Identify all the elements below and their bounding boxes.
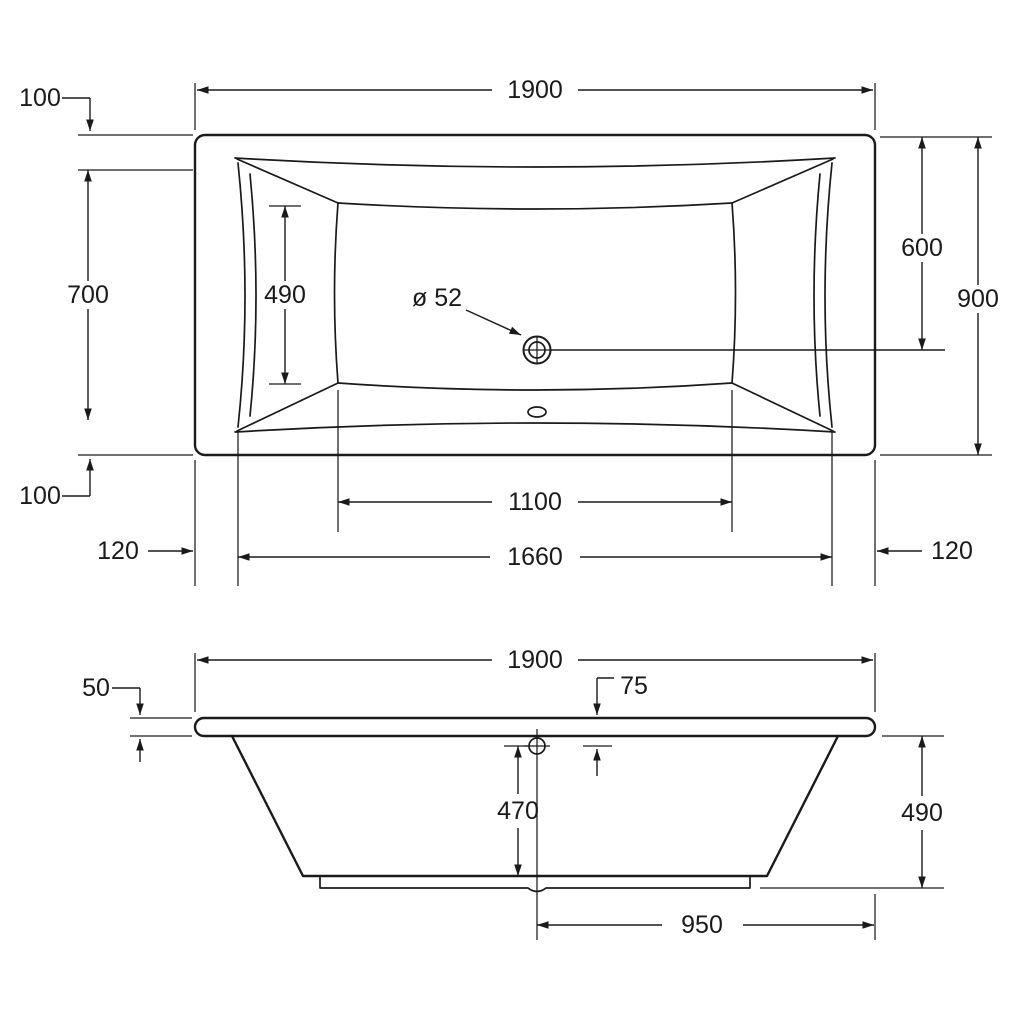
dim-label-depth-to-drain: 470 [497, 797, 539, 825]
basin-top-edge [337, 202, 733, 210]
dim-label-rim-height: 50 [82, 674, 110, 702]
extension-line [194, 83, 876, 130]
dim-label-drain-from-top: 600 [901, 234, 943, 262]
dim-label-width-inner: 700 [67, 281, 109, 309]
dim-label-rim-right: 120 [931, 537, 973, 565]
corner-line-top-left [236, 158, 339, 204]
dim-label-rim-inner-length: 1660 [507, 543, 563, 571]
dim-top-length: 1900 [194, 76, 876, 130]
drain-crosshair [523, 336, 551, 364]
dim-label-drain-to-end: 950 [681, 911, 723, 939]
dim-overall-width: 900 [880, 137, 999, 456]
dim-label-basin-width: 490 [264, 281, 306, 309]
top-view: 1900 100 700 100 490 [19, 76, 999, 586]
dim-label-width-overall: 900 [957, 285, 999, 313]
corner-line-bottom-right [731, 382, 834, 432]
extension-line [130, 717, 192, 737]
rim-band-right-inner [813, 173, 821, 417]
overflow-hole [527, 406, 547, 418]
tub-outer-edge [193, 133, 877, 457]
dim-label-side-length: 1900 [507, 646, 563, 674]
dim-depth-to-drain: 470 [497, 745, 539, 876]
dim-offset-top: 100 [19, 84, 193, 171]
rim-inner-top-line [234, 157, 836, 168]
dim-drain-diameter: ø 52 [412, 284, 522, 336]
dim-offset-bottom: 100 [19, 454, 193, 510]
dim-side-length: 1900 [194, 646, 876, 712]
dim-label-overall-height: 490 [901, 799, 943, 827]
rim-band-left-outer [237, 162, 246, 428]
dim-drain-drop: 75 [583, 672, 648, 776]
dim-rim-inner-length: 1660 [237, 430, 833, 586]
side-view: 1900 50 75 470 [82, 646, 944, 940]
dim-rim-right: 120 [874, 460, 973, 586]
corner-line-bottom-left [236, 382, 339, 432]
dim-basin-width: 490 [264, 205, 306, 385]
dim-basin-length: 1100 [337, 390, 733, 532]
dim-label-basin-length: 1100 [508, 488, 562, 516]
rim-inner-bottom-line [234, 422, 836, 433]
dim-label-drain-diameter: ø 52 [412, 284, 462, 312]
leader-arrow [465, 309, 522, 336]
corner-line-top-right [731, 158, 834, 204]
dim-label-length-overall: 1900 [507, 76, 563, 104]
extension-line [337, 390, 733, 532]
dim-inner-width: 700 [67, 170, 109, 420]
tub-base-profile [319, 875, 751, 893]
extension-line [194, 653, 876, 712]
dim-rim-height: 50 [82, 674, 192, 762]
dim-label-offset-bottom: 100 [19, 482, 61, 510]
dim-drain-to-end: 950 [537, 894, 876, 940]
dim-overall-height: 490 [760, 735, 944, 889]
dim-label-rim-left: 120 [97, 537, 139, 565]
dim-label-drain-drop: 75 [620, 672, 648, 700]
tub-shell-profile [230, 734, 840, 878]
basin-left-edge [333, 202, 339, 384]
drain-profile-crosshair [524, 729, 550, 764]
basin-bottom-edge [337, 382, 733, 391]
rim-band-right-outer [824, 162, 833, 428]
dim-drain-from-top: 600 [880, 136, 992, 350]
extension-line [760, 735, 944, 889]
dim-label-offset-top: 100 [19, 84, 61, 112]
rim-band-left-inner [249, 173, 257, 417]
extension-line [78, 134, 193, 171]
dim-rim-left: 120 [97, 460, 196, 586]
basin-right-edge [731, 202, 737, 384]
rim-flange-profile [193, 716, 877, 738]
